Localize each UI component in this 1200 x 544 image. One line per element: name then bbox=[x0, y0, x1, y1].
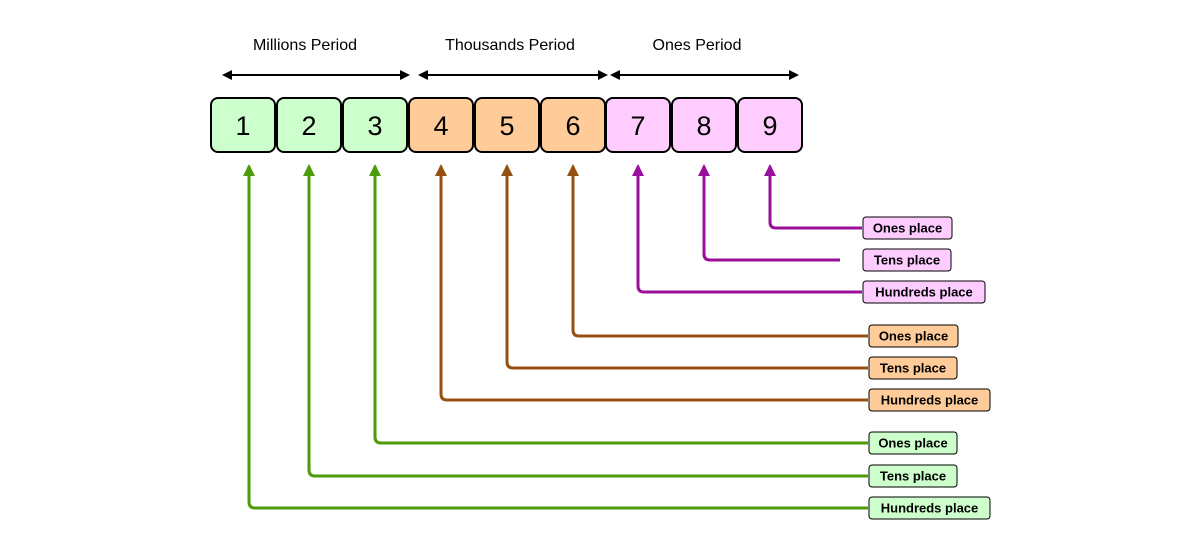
digit-box: 6 bbox=[540, 97, 606, 153]
place-labels: Ones place Tens place Hundreds place One… bbox=[862, 216, 991, 520]
place-label-box bbox=[862, 216, 953, 240]
period-thousands: Thousands Period bbox=[418, 37, 608, 80]
digit-value: 8 bbox=[696, 111, 711, 141]
connector-arrow-2 bbox=[303, 164, 868, 478]
digit-box-9 bbox=[737, 97, 803, 153]
connector-arrows bbox=[243, 164, 868, 510]
digit-box: 8 bbox=[671, 97, 737, 153]
place-label-text: Hundreds place bbox=[881, 393, 979, 408]
place-label-box bbox=[868, 356, 958, 380]
digit-box: 3 bbox=[342, 97, 408, 153]
digit-box-8 bbox=[671, 97, 737, 153]
digit-box: 2 bbox=[276, 97, 342, 153]
place-label-text: Ones place bbox=[879, 329, 948, 344]
connector-arrow-6 bbox=[567, 164, 868, 338]
connector-arrow-4 bbox=[435, 164, 868, 402]
digit-value: 6 bbox=[565, 111, 580, 141]
place-label-box bbox=[868, 464, 958, 488]
digit-value: 5 bbox=[499, 111, 514, 141]
place-label-box bbox=[868, 431, 958, 455]
place-label: Tens place bbox=[868, 464, 958, 488]
place-label-text: Ones place bbox=[873, 221, 942, 236]
place-label-box bbox=[862, 280, 986, 304]
digit-box-4 bbox=[408, 97, 474, 153]
period-headers: Millions Period Thousands Period Ones Pe… bbox=[222, 37, 799, 80]
place-label-text: Hundreds place bbox=[875, 285, 973, 300]
digit-box: 9 bbox=[737, 97, 803, 153]
digit-value: 3 bbox=[367, 111, 382, 141]
period-ones: Ones Period bbox=[610, 37, 799, 80]
place-label: Tens place bbox=[868, 356, 958, 380]
place-label: Hundreds place bbox=[862, 280, 986, 304]
period-label-thousands: Thousands Period bbox=[445, 37, 575, 54]
digit-box: 1 bbox=[210, 97, 276, 153]
connector-arrow-5 bbox=[501, 164, 868, 370]
place-label-text: Hundreds place bbox=[881, 501, 979, 516]
connector-arrow-7 bbox=[632, 164, 862, 294]
digit-value: 1 bbox=[235, 111, 250, 141]
place-label-text: Ones place bbox=[878, 436, 947, 451]
connector-arrow-8 bbox=[698, 164, 840, 262]
place-label-box bbox=[868, 496, 991, 520]
place-label-text: Tens place bbox=[874, 253, 940, 268]
place-label: Hundreds place bbox=[868, 496, 991, 520]
connector-arrow-3 bbox=[369, 164, 868, 445]
period-millions: Millions Period bbox=[222, 37, 410, 80]
place-label-box bbox=[868, 388, 991, 412]
digit-box-7 bbox=[605, 97, 671, 153]
digit-value: 7 bbox=[630, 111, 645, 141]
connector-arrow-9 bbox=[764, 164, 862, 230]
period-label-ones: Ones Period bbox=[653, 37, 742, 54]
connector-arrow-1 bbox=[243, 164, 868, 510]
place-label-box bbox=[868, 324, 959, 348]
place-label: Ones place bbox=[862, 216, 953, 240]
place-label: Ones place bbox=[868, 431, 958, 455]
place-label: Tens place bbox=[862, 248, 952, 272]
place-label-box bbox=[862, 248, 952, 272]
digit-value: 4 bbox=[433, 111, 448, 141]
place-label: Ones place bbox=[868, 324, 959, 348]
digit-box: 5 bbox=[474, 97, 540, 153]
digit-row: 1 2 3 4 5 6 7 8 bbox=[210, 97, 803, 153]
digit-box-1 bbox=[210, 97, 276, 153]
place-label-text: Tens place bbox=[880, 361, 946, 376]
place-label: Hundreds place bbox=[868, 388, 991, 412]
digit-box: 7 bbox=[605, 97, 671, 153]
period-label-millions: Millions Period bbox=[253, 37, 357, 54]
digit-box-3 bbox=[342, 97, 408, 153]
digit-value: 2 bbox=[301, 111, 316, 141]
digit-box-2 bbox=[276, 97, 342, 153]
digit-box: 4 bbox=[408, 97, 474, 153]
digit-box-5 bbox=[474, 97, 540, 153]
place-label-text: Tens place bbox=[880, 469, 946, 484]
digit-value: 9 bbox=[762, 111, 777, 141]
